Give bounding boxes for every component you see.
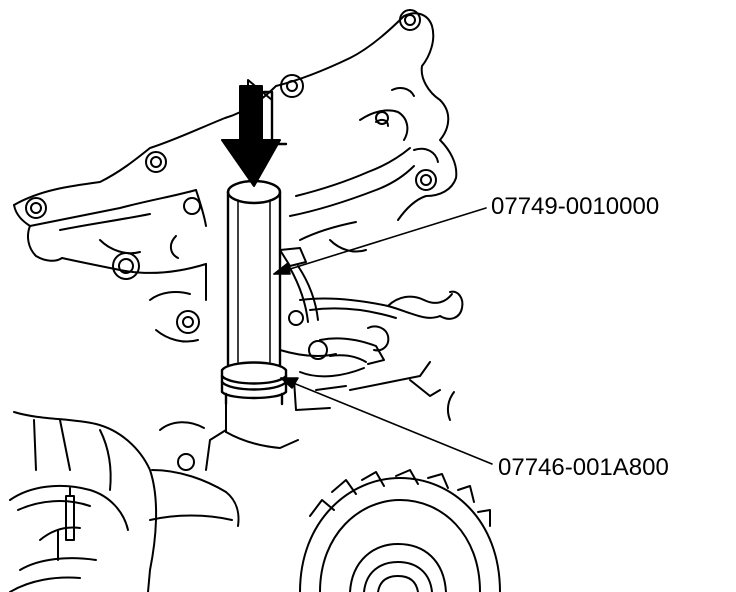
callout-leaders — [273, 207, 493, 465]
shift-fork-assembly — [279, 247, 464, 421]
leader-line-attachment — [280, 377, 493, 465]
callout-label-attachment: 07746-001A800 — [498, 454, 669, 481]
ring-gear — [299, 469, 501, 592]
callout-label-driver: 07749-0010000 — [491, 193, 660, 220]
attachment-tool — [220, 361, 288, 406]
case-housing-outline — [13, 12, 458, 343]
leader-line-driver — [273, 207, 487, 275]
lower-left-case — [9, 399, 299, 592]
down-arrow-icon — [221, 79, 288, 187]
housing-bolt-bosses — [25, 9, 437, 471]
driver-shaft-tool — [226, 179, 282, 374]
